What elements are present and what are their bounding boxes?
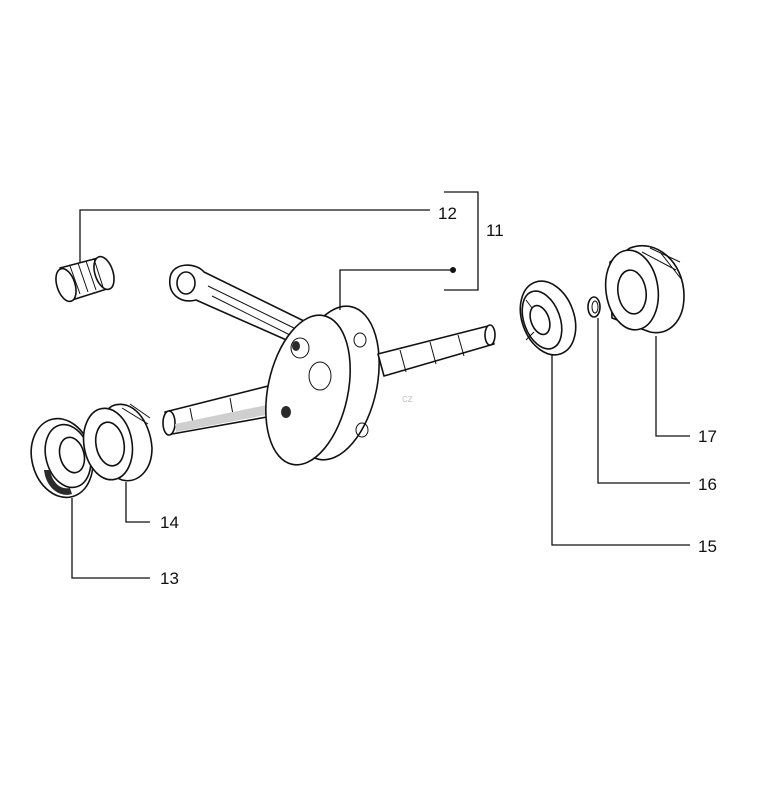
leader-lines [71, 191, 690, 579]
leader-15 [551, 354, 690, 546]
callout-17: 17 [698, 427, 717, 446]
retaining-ring-part[interactable] [587, 296, 601, 318]
crankshaft-right-shaft[interactable] [377, 324, 496, 377]
bracket-11 [444, 191, 479, 291]
callout-14: 14 [160, 513, 179, 532]
leader-11 [339, 269, 453, 310]
crankshaft-flywheels[interactable] [253, 298, 392, 473]
callout-labels: 12 11 14 13 17 16 15 [160, 204, 717, 588]
leader-13 [71, 498, 150, 579]
callout-13: 13 [160, 569, 179, 588]
needle-cage-part[interactable] [52, 254, 118, 304]
leader-14 [125, 482, 150, 523]
leader-16 [597, 318, 690, 484]
callout-15: 15 [698, 537, 717, 556]
callout-11: 11 [486, 221, 504, 240]
oil-seal-right-part[interactable] [511, 273, 586, 362]
ball-bearing-right-part[interactable] [601, 245, 685, 334]
watermark: cz [402, 393, 413, 405]
callout-16: 16 [698, 475, 717, 494]
oil-seal-left-part[interactable] [23, 412, 102, 505]
connecting-rod-part[interactable] [169, 264, 307, 347]
leader-12 [79, 209, 430, 262]
callout-12: 12 [438, 204, 457, 223]
leader-17 [655, 336, 690, 437]
ball-bearing-left-part[interactable] [78, 403, 153, 484]
